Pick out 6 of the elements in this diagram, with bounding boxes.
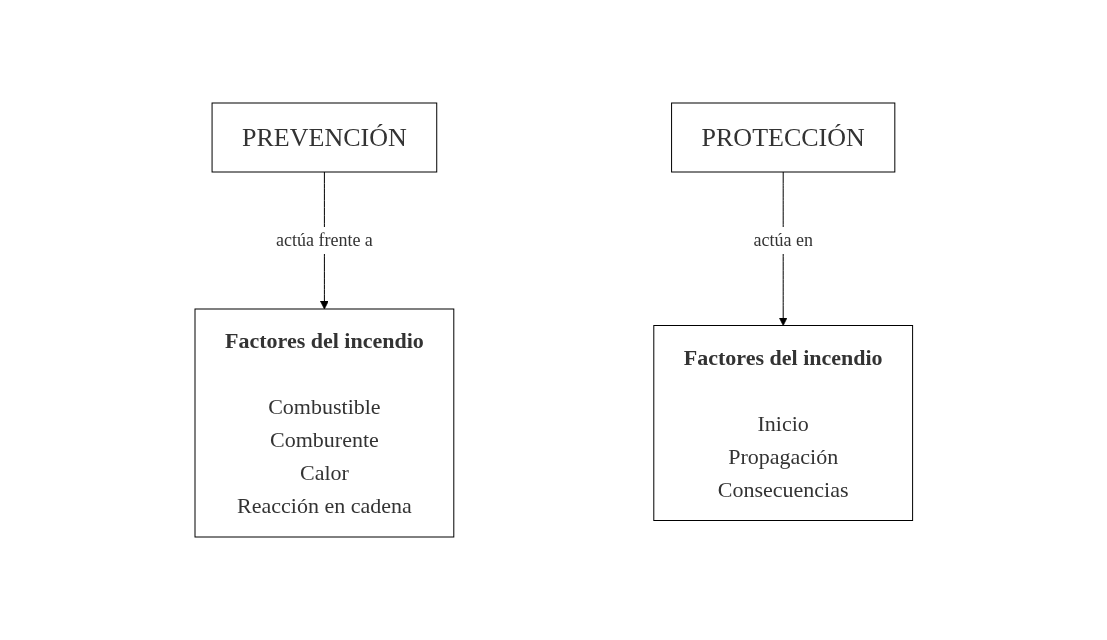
edge-label: actúa en xyxy=(753,230,813,250)
edge-label: actúa frente a xyxy=(275,230,373,250)
node-box: PROTECCIÓN xyxy=(670,102,895,173)
node-box: Factores del incendio Combustible Comburente Calor Reacción en cadena xyxy=(194,308,454,538)
node-box: Factores del incendio Inicio Propagación Consecuencias xyxy=(653,325,913,521)
node-box: PREVENCIÓN xyxy=(211,102,437,173)
